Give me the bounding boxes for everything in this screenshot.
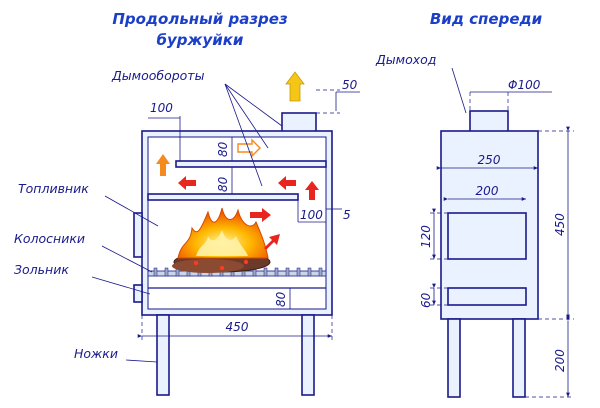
grate-bar	[164, 267, 169, 277]
label-ashpit: Зольник	[14, 262, 69, 277]
label-legs: Ножки	[74, 346, 118, 361]
dim-door-width: 200	[476, 184, 499, 198]
front-chimney	[469, 110, 509, 134]
dim-body-width: 250	[478, 153, 501, 167]
leg-left	[156, 314, 170, 396]
fire-flame	[172, 207, 271, 273]
left-title-line2: буржуйки	[157, 31, 244, 49]
label-chimney: Дымоход	[375, 52, 436, 67]
arrow-up-orange	[156, 154, 170, 176]
left-title-line1: Продольный разрез	[112, 10, 288, 28]
dim-door-height: 120	[419, 225, 433, 248]
grate-bar	[274, 267, 279, 277]
grate-bar	[296, 267, 301, 277]
arrow-up-red	[305, 181, 319, 200]
arrow-up-yellow	[285, 71, 305, 102]
stove-section: 50 100 80 80 100 5 80 450 Дымообороты То…	[14, 68, 360, 396]
ash-door	[133, 284, 143, 303]
label-firebox: Топливник	[18, 181, 89, 196]
dim-baffle-thickness: 5	[343, 208, 351, 222]
lower-baffle	[147, 193, 299, 201]
dim-gap-upper: 80	[216, 141, 230, 157]
front-leg-right	[512, 318, 526, 398]
firebox-door	[133, 212, 143, 258]
grate-bar	[318, 267, 323, 277]
front-leg-left	[447, 318, 461, 398]
grate-bar	[307, 267, 312, 277]
stove-front: Дымоход Φ100 250 200 120 60 450 200	[375, 52, 574, 398]
dim-legs-height: 200	[553, 349, 567, 372]
upper-baffle	[175, 160, 327, 168]
front-ash-door	[447, 287, 527, 306]
chimney-pipe	[281, 112, 317, 134]
front-fire-door	[447, 212, 527, 260]
dim-baffle-length: 100	[150, 101, 173, 115]
arrow-right-outline	[237, 138, 261, 158]
grate-bar	[263, 267, 268, 277]
dim-baffle-gap: 100	[300, 208, 323, 222]
grate-bar	[285, 267, 290, 277]
label-smoke-turns: Дымообороты	[111, 68, 205, 83]
dim-ash-door-height: 60	[419, 292, 433, 308]
dim-body-height: 450	[553, 213, 567, 236]
grate-bar	[153, 267, 158, 277]
label-grate: Колосники	[14, 231, 85, 246]
dim-pipe-diameter: Φ100	[508, 78, 541, 92]
dim-total-width: 450	[226, 320, 249, 334]
arrow-right-red	[250, 208, 271, 222]
right-title: Вид спереди	[430, 10, 543, 28]
smoke-arrows	[156, 71, 319, 250]
dim-ash-height: 80	[274, 291, 288, 307]
arrow-left-red-1	[178, 176, 196, 190]
arrow-diag-red	[264, 234, 280, 250]
arrow-left-red-2	[278, 176, 296, 190]
leg-right	[301, 314, 315, 396]
dim-gap-lower: 80	[216, 176, 230, 192]
dim-pipe-height: 50	[342, 78, 358, 92]
